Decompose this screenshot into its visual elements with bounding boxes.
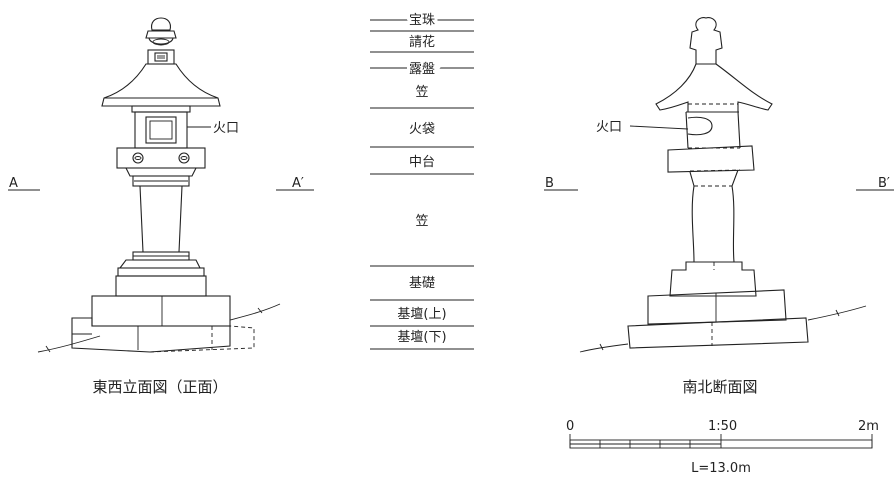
section-ground-line xyxy=(579,305,867,353)
scale-bar: 0 1:50 2m L=13.0m xyxy=(566,419,879,476)
elevation-finial xyxy=(145,17,177,65)
section-marker-a-prime: A′ xyxy=(292,176,304,191)
section-drawing: 火口 B B′ 南北断面図 xyxy=(544,17,894,396)
elevation-lower-plinth xyxy=(71,317,255,353)
parts-column: 宝珠 請花 露盤 笠 火袋 中台 笠 基礎 基壇(上) 基壇(下) xyxy=(370,10,474,350)
elevation-middle-platform xyxy=(116,147,206,177)
part-label-firebox: 火袋 xyxy=(409,122,435,137)
section-middle-platform xyxy=(667,145,755,173)
elevation-drawing: 火口 A A′ 東西立面図（正面） xyxy=(8,17,314,396)
scale-elevation-label: L=13.0m xyxy=(691,461,751,476)
section-lower-plinth xyxy=(627,317,809,349)
section-roof xyxy=(655,63,773,113)
section-firebox xyxy=(685,111,741,149)
elevation-caption: 東西立面図（正面） xyxy=(92,378,227,396)
section-finial xyxy=(689,17,723,65)
section-base xyxy=(669,261,757,297)
section-fire-window-label: 火口 xyxy=(596,120,622,135)
part-label-roof: 笠 xyxy=(415,85,428,100)
section-marker-b: B xyxy=(545,176,554,191)
scale-end-label: 2m xyxy=(858,419,879,434)
part-label-lower-plinth: 基壇(下) xyxy=(397,329,446,345)
elevation-roof xyxy=(101,63,221,113)
part-label-ukebana: 請花 xyxy=(409,34,435,50)
part-label-upper-plinth: 基壇(上) xyxy=(397,306,446,322)
elevation-firebox xyxy=(134,111,211,149)
elevation-post xyxy=(132,175,190,261)
part-label-base: 基礎 xyxy=(409,276,435,291)
section-post xyxy=(689,169,739,263)
elevation-fire-window-label: 火口 xyxy=(213,121,239,136)
section-upper-plinth xyxy=(647,289,787,325)
part-label-post: 笠 xyxy=(415,214,428,229)
section-caption: 南北断面図 xyxy=(682,378,757,396)
section-marker-b-prime: B′ xyxy=(878,176,890,191)
scale-ratio-label: 1:50 xyxy=(708,419,737,434)
part-label-middle-platform: 中台 xyxy=(409,155,435,170)
part-label-finial: 宝珠 xyxy=(409,13,435,28)
elevation-base xyxy=(115,259,207,297)
section-marker-a: A xyxy=(9,176,18,191)
elevation-upper-plinth xyxy=(91,295,231,327)
elevation-ground-line xyxy=(37,303,281,353)
part-label-roban: 露盤 xyxy=(409,62,435,77)
scale-start-label: 0 xyxy=(566,419,574,434)
